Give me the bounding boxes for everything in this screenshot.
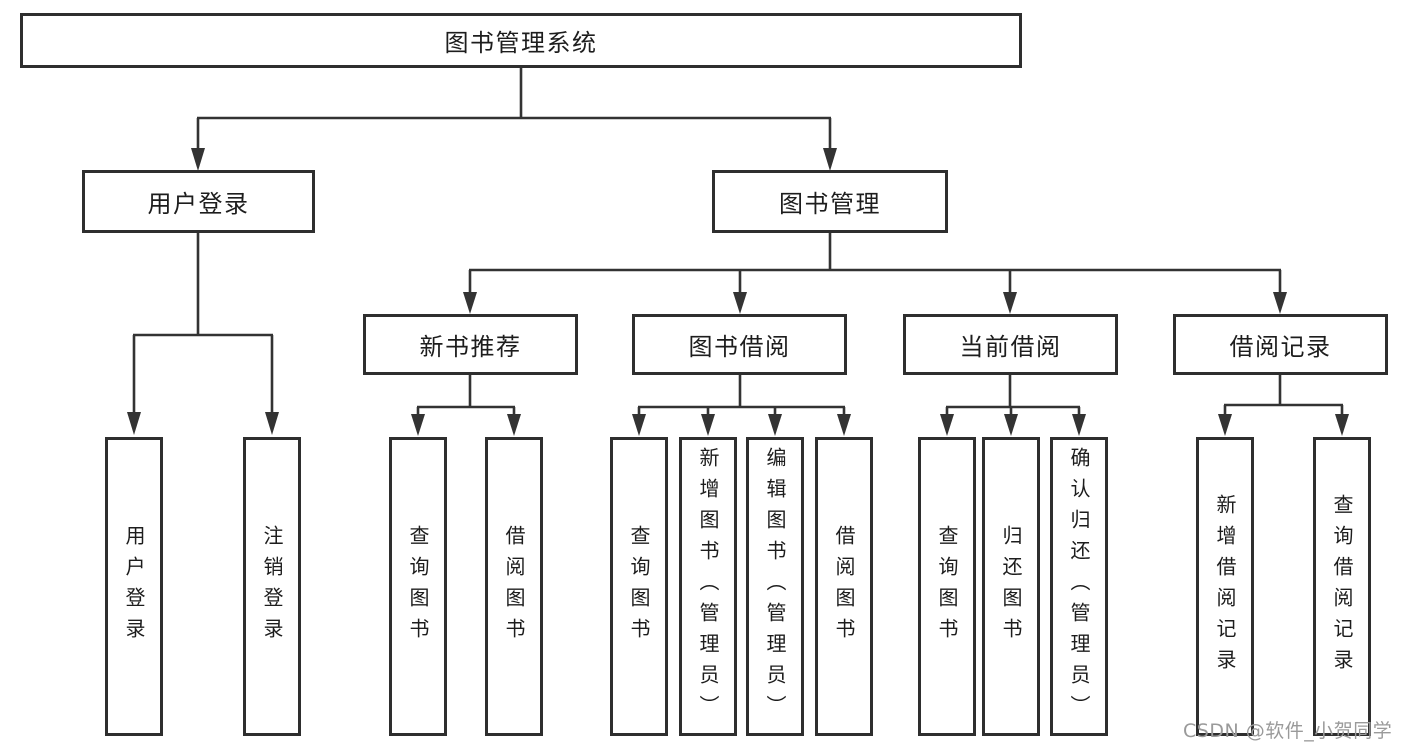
leaf-add-book-admin-label: 新增图书（管理员） — [696, 447, 720, 726]
watermark: CSDN @软件_小贺同学 — [1183, 720, 1393, 742]
node-root: 图书管理系统 — [20, 13, 1022, 68]
leaf-query-book-recommend-label: 查询图书 — [406, 524, 430, 649]
leaf-query-book-borrow-label: 查询图书 — [627, 524, 651, 649]
leaf-query-book-current-label: 查询图书 — [935, 524, 959, 649]
node-new-book-recommend: 新书推荐 — [363, 314, 578, 375]
leaf-query-borrow-record: 查询借阅记录 — [1313, 437, 1371, 736]
leaf-borrow-book-recommend-label: 借阅图书 — [502, 524, 526, 649]
leaf-return-book: 归还图书 — [982, 437, 1040, 736]
leaf-logout: 注销登录 — [243, 437, 301, 736]
node-book-management: 图书管理 — [712, 170, 948, 233]
leaf-user-login: 用户登录 — [105, 437, 163, 736]
leaf-add-borrow-record: 新增借阅记录 — [1196, 437, 1254, 736]
leaf-user-login-label: 用户登录 — [122, 524, 146, 649]
leaf-borrow-book-label: 借阅图书 — [832, 524, 856, 649]
leaf-confirm-return-admin-label: 确认归还（管理员） — [1067, 447, 1091, 726]
leaf-return-book-label: 归还图书 — [999, 524, 1023, 649]
leaf-add-book-admin: 新增图书（管理员） — [679, 437, 737, 736]
leaf-edit-book-admin: 编辑图书（管理员） — [746, 437, 804, 736]
leaf-query-borrow-record-label: 查询借阅记录 — [1330, 493, 1354, 680]
leaf-logout-label: 注销登录 — [260, 524, 284, 649]
leaf-borrow-book: 借阅图书 — [815, 437, 873, 736]
leaf-borrow-book-recommend: 借阅图书 — [485, 437, 543, 736]
node-user-login: 用户登录 — [82, 170, 315, 233]
node-current-borrow: 当前借阅 — [903, 314, 1118, 375]
leaf-add-borrow-record-label: 新增借阅记录 — [1213, 493, 1237, 680]
leaf-query-book-recommend: 查询图书 — [389, 437, 447, 736]
leaf-query-book-current: 查询图书 — [918, 437, 976, 736]
leaf-query-book-borrow: 查询图书 — [610, 437, 668, 736]
node-book-borrow: 图书借阅 — [632, 314, 847, 375]
node-borrow-records: 借阅记录 — [1173, 314, 1388, 375]
leaf-confirm-return-admin: 确认归还（管理员） — [1050, 437, 1108, 736]
leaf-edit-book-admin-label: 编辑图书（管理员） — [763, 447, 787, 726]
